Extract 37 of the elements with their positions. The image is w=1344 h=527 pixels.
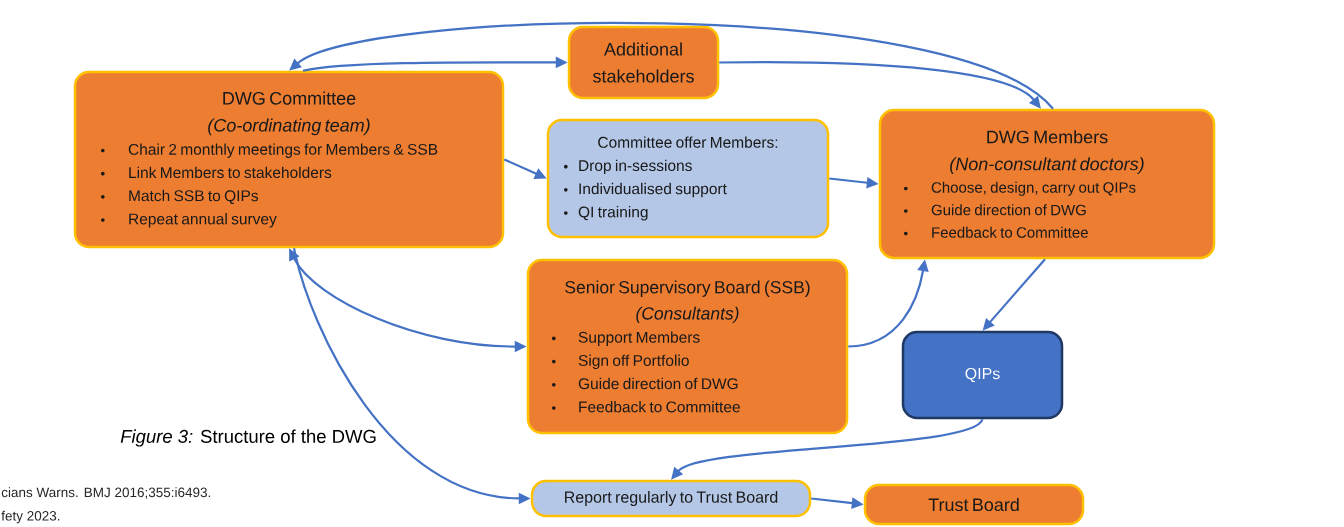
figure-caption: Figure 3: Structure of the DWG	[120, 429, 376, 447]
bullet-item: Sign off Portfolio	[552, 354, 689, 370]
process-box	[73, 70, 505, 249]
bullet-item: Choose, design, carry out QIPs	[904, 181, 1136, 196]
process-box	[530, 479, 812, 518]
box-title: Committee offer Members:	[598, 136, 778, 148]
bullet-item: Feedback to Committee	[552, 401, 740, 413]
bullet-item: Support Members	[552, 331, 700, 346]
bullet-item: QI training	[564, 206, 648, 221]
box-title: Additional stakeholders	[593, 42, 694, 83]
bullet-item: Drop in-sessions	[564, 159, 692, 175]
bullet-item: Guide direction of DWG	[904, 204, 1086, 216]
bullet-item: Match SSB to QIPs	[101, 189, 258, 205]
bullet-item: Repeat annual survey	[101, 213, 277, 228]
box-subtitle: (Non-consultant doctors)	[950, 157, 1144, 174]
reference-text: cians Warns. BMJ 2016;355:i6493.	[1, 487, 211, 499]
arrow	[289, 22, 1054, 110]
box-title: QIPs	[965, 367, 1000, 383]
box-title: DWG Members	[987, 130, 1108, 144]
process-box	[863, 483, 1085, 526]
bullet-item: Feedback to Committee	[904, 226, 1088, 238]
bullet-item: Chair 2 monthly meetings for Members & SSB	[101, 143, 438, 158]
process-box	[546, 118, 830, 239]
process-box	[567, 25, 720, 100]
bullet-item: Individualised support	[564, 182, 727, 198]
process-box	[526, 258, 849, 435]
process-box	[901, 330, 1064, 420]
box-title: Trust Board	[928, 497, 1019, 512]
reference-text: fety 2023.	[1, 510, 60, 524]
process-box	[878, 108, 1216, 260]
box-title: Report regularly to Trust Board	[565, 491, 778, 506]
box-title: DWG Committee	[223, 91, 356, 105]
box-subtitle: (Consultants)	[636, 306, 739, 324]
bullet-item: Guide direction of DWG	[552, 377, 738, 390]
bullet-item: Link Members to stakeholders	[101, 166, 332, 179]
box-subtitle: (Co-ordinating team)	[208, 118, 370, 136]
box-title: Senior Supervisory Board (SSB)	[565, 280, 810, 297]
